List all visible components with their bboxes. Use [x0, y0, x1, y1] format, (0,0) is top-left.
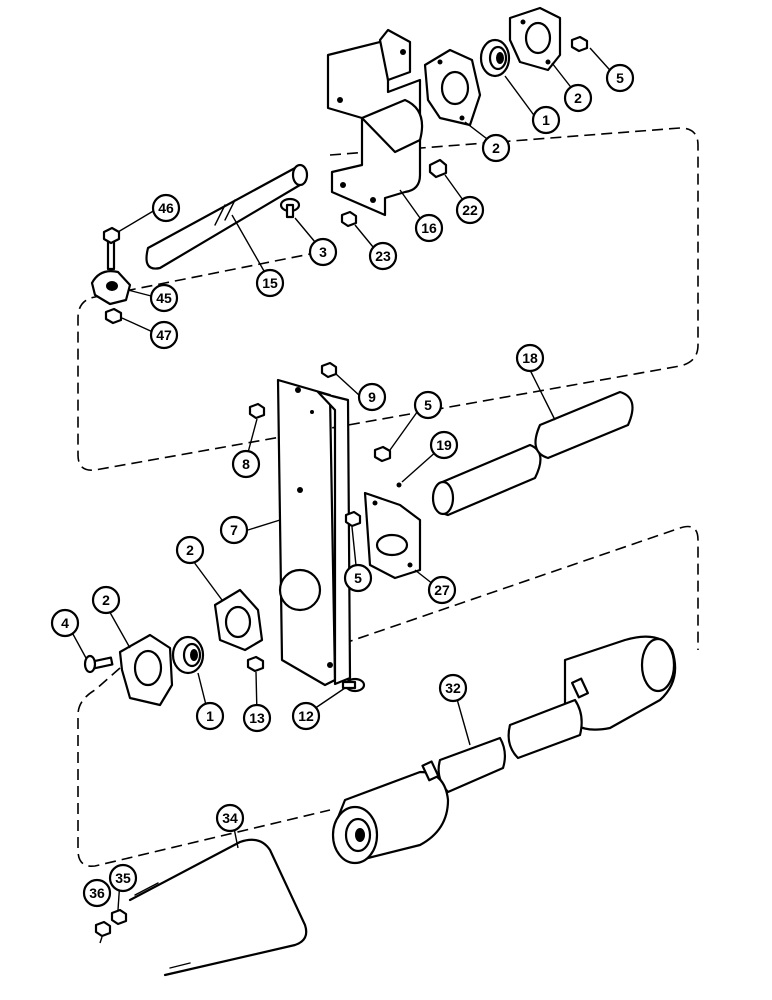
u-bolt-34	[128, 838, 308, 977]
callout-12: 12	[291, 701, 321, 731]
bolt-8	[248, 402, 266, 420]
svg-text:2: 2	[492, 140, 500, 156]
callout-35: 35	[108, 863, 138, 893]
flange-2-lower-left	[118, 633, 174, 707]
lower-group-outline	[77, 525, 699, 867]
drive-shaft-32	[331, 635, 677, 865]
callout-9: 9	[357, 382, 387, 412]
callout-16: 16	[414, 213, 444, 243]
pin-3	[279, 197, 301, 219]
flange-2-top-right	[508, 6, 562, 72]
svg-text:2: 2	[186, 542, 194, 558]
svg-text:15: 15	[262, 275, 278, 291]
svg-text:22: 22	[462, 202, 478, 218]
svg-text:16: 16	[421, 220, 437, 236]
bolt-4	[83, 654, 114, 674]
svg-text:12: 12	[298, 708, 314, 724]
svg-text:23: 23	[375, 248, 391, 264]
callout-4: 4	[50, 608, 80, 638]
callout-5-mid-upper: 5	[413, 390, 443, 420]
bolt-46	[102, 226, 121, 271]
callout-2-top-right: 2	[563, 83, 593, 113]
svg-text:19: 19	[436, 437, 452, 453]
part-19	[396, 482, 402, 488]
callout-15: 15	[255, 268, 285, 298]
callout-23: 23	[368, 241, 398, 271]
svg-text:46: 46	[158, 200, 174, 216]
callout-7: 7	[219, 515, 249, 545]
bolt-22	[428, 158, 448, 179]
collar-45	[90, 270, 132, 306]
callout-1-top: 1	[531, 105, 561, 135]
svg-text:27: 27	[434, 582, 450, 598]
callout-46: 46	[151, 193, 181, 223]
flange-2-lower-right	[213, 588, 264, 652]
svg-text:36: 36	[89, 885, 105, 901]
nut-23	[340, 210, 358, 228]
nut-47	[104, 307, 123, 325]
callout-19: 19	[429, 430, 459, 460]
callout-27: 27	[427, 575, 457, 605]
svg-text:5: 5	[616, 70, 624, 86]
svg-text:5: 5	[354, 570, 362, 586]
nut-5-top	[570, 35, 589, 53]
svg-text:35: 35	[115, 870, 131, 886]
pin-12	[341, 677, 366, 693]
svg-text:9: 9	[368, 389, 376, 405]
callout-2-top-left: 2	[481, 133, 511, 163]
callout-2-mid: 2	[175, 535, 205, 565]
flange-2-top-left	[423, 48, 482, 127]
callout-13: 13	[242, 703, 272, 733]
bearing-1-lower	[171, 635, 205, 675]
svg-text:47: 47	[156, 327, 172, 343]
callout-1-lower: 1	[195, 701, 225, 731]
callout-47: 47	[149, 320, 179, 350]
callout-36: 36	[82, 878, 112, 908]
callout-32: 32	[438, 673, 468, 703]
nut-36	[94, 920, 112, 938]
callout-2-lower-left: 2	[91, 585, 121, 615]
svg-text:7: 7	[230, 522, 238, 538]
svg-text:18: 18	[522, 350, 538, 366]
upper-group-outline	[77, 127, 699, 472]
callout-34: 34	[215, 803, 245, 833]
svg-text:45: 45	[156, 290, 172, 306]
bracket-27	[363, 491, 422, 580]
nut-13	[246, 655, 265, 673]
svg-text:3: 3	[319, 244, 327, 260]
callout-3: 3	[308, 237, 338, 267]
support-plate-7	[276, 378, 352, 687]
svg-text:32: 32	[445, 680, 461, 696]
callout-5-top: 5	[605, 63, 635, 93]
callout-5-mid-lower: 5	[343, 563, 373, 593]
nut-5-mid-upper	[373, 445, 392, 463]
svg-text:2: 2	[102, 592, 110, 608]
bearing-1-top	[479, 38, 511, 78]
svg-text:1: 1	[542, 112, 550, 128]
tube-18	[431, 390, 634, 517]
svg-text:5: 5	[424, 397, 432, 413]
nut-9	[320, 361, 338, 379]
nut-5-mid-lower	[344, 510, 362, 528]
svg-text:13: 13	[249, 710, 265, 726]
svg-text:4: 4	[61, 615, 69, 631]
shaft-15	[145, 163, 309, 270]
svg-text:34: 34	[222, 810, 238, 826]
nut-35	[110, 908, 128, 926]
svg-text:2: 2	[574, 90, 582, 106]
callout-22: 22	[455, 195, 485, 225]
svg-text:8: 8	[242, 456, 250, 472]
callout-18: 18	[515, 343, 545, 373]
mounting-bracket-16	[326, 28, 424, 217]
callout-45: 45	[149, 283, 179, 313]
svg-text:1: 1	[206, 708, 214, 724]
callout-8: 8	[231, 449, 261, 479]
